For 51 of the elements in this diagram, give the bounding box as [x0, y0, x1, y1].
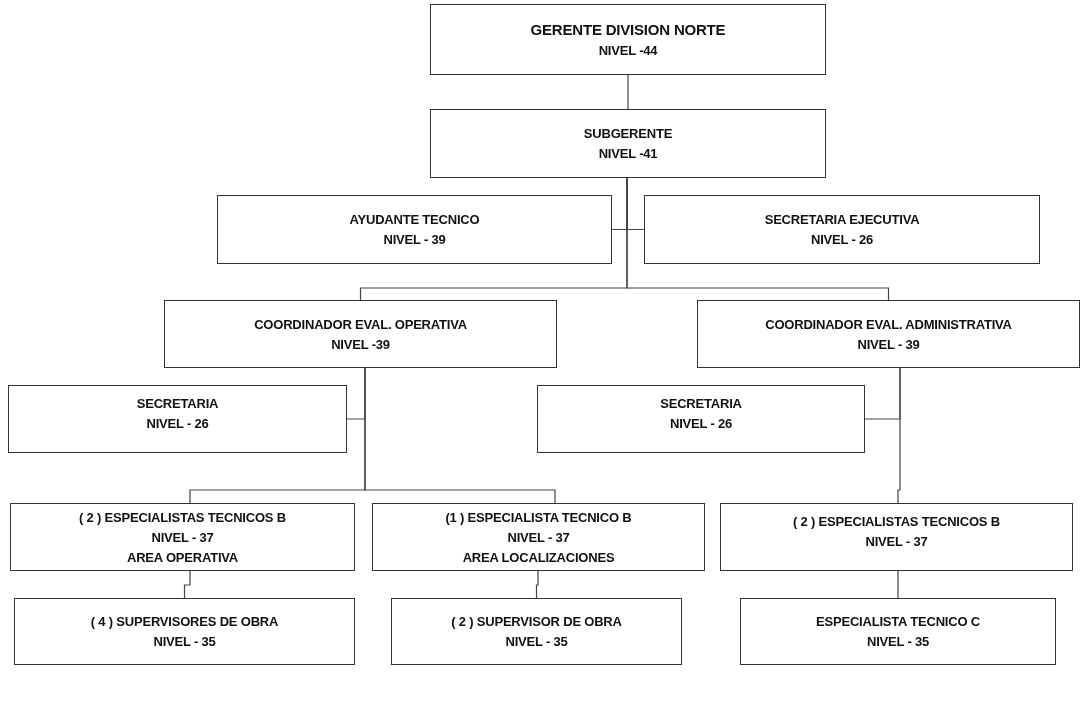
position-detail: NIVEL - 39	[857, 336, 920, 352]
position-box	[740, 598, 1056, 665]
position-title: SECRETARIA	[660, 396, 742, 411]
position-box	[430, 4, 826, 75]
position-box	[644, 195, 1040, 264]
position-title: SECRETARIA	[136, 396, 219, 411]
position-detail: NIVEL - 39	[383, 232, 446, 247]
connector-line	[897, 570, 899, 599]
position-title: ( 2 ) ESPECIALISTAS TECNICOS B	[79, 509, 286, 525]
position-title: AYUDANTE TECNICO	[349, 212, 480, 227]
position-title: ( 2 ) ESPECIALISTAS TECNICOS B	[793, 514, 1000, 529]
position-title: ( 4 ) SUPERVISORES DE OBRA	[90, 614, 279, 629]
position-detail: AREA OPERATIVA	[126, 549, 239, 565]
position-detail: NIVEL - 35	[153, 634, 216, 649]
connector-line	[535, 570, 539, 599]
position-box	[10, 503, 355, 571]
position-box	[14, 598, 355, 665]
position-box	[217, 195, 612, 264]
connector-line	[627, 74, 629, 110]
position-box	[164, 300, 557, 368]
position-title: COORDINADOR EVAL. ADMINISTRATIVA	[765, 316, 1012, 332]
position-box	[372, 503, 705, 571]
connector-line	[897, 367, 901, 504]
position-detail: NIVEL - 37	[865, 534, 928, 549]
connector-line	[364, 367, 556, 504]
position-title: ( 2 ) SUPERVISOR DE OBRA	[451, 614, 622, 629]
position-detail: NIVEL - 35	[866, 634, 930, 649]
connector-line	[183, 570, 191, 599]
position-detail: NIVEL - 26	[146, 416, 209, 431]
position-detail: NIVEL -41	[598, 146, 658, 161]
position-box	[430, 109, 826, 178]
position-title: SUBGERENTE	[583, 126, 673, 141]
position-detail: AREA LOCALIZACIONES	[462, 549, 615, 565]
position-box	[8, 385, 347, 453]
position-detail: NIVEL - 26	[669, 416, 733, 431]
position-detail: NIVEL - 37	[507, 529, 570, 545]
position-detail: NIVEL - 37	[151, 529, 214, 545]
position-title: (1 ) ESPECIALISTA TECNICO B	[445, 509, 632, 525]
position-detail: NIVEL - 35	[505, 634, 568, 649]
position-detail: NIVEL - 26	[810, 232, 874, 247]
position-box	[720, 503, 1073, 571]
position-title: COORDINADOR EVAL. OPERATIVA	[254, 316, 467, 332]
position-box	[697, 300, 1080, 368]
position-box	[537, 385, 865, 453]
position-title: GERENTE DIVISION NORTE	[530, 21, 726, 38]
connector-line	[626, 177, 890, 301]
position-title: SECRETARIA EJECUTIVA	[764, 212, 920, 227]
position-box	[391, 598, 682, 665]
position-detail: NIVEL -44	[598, 43, 658, 58]
position-detail: NIVEL -39	[331, 336, 390, 352]
position-title: ESPECIALISTA TECNICO C	[816, 614, 980, 629]
